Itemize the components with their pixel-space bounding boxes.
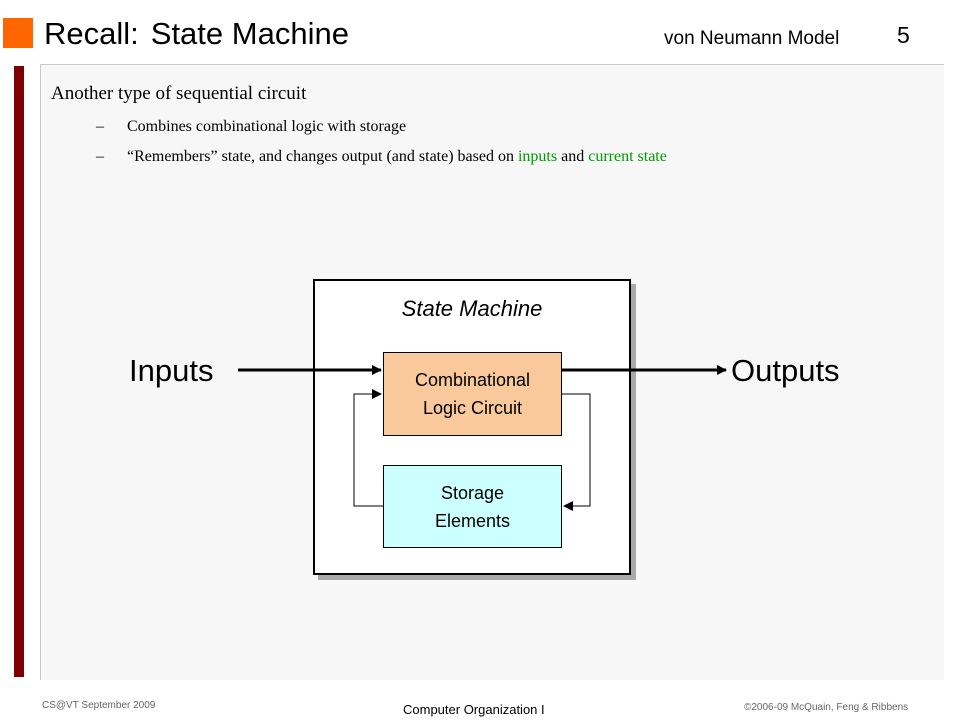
highlight-current-state: current state [588, 148, 667, 165]
slide-number: 5 [897, 22, 910, 48]
footer-copyright: ©2006-09 McQuain, Feng & Ribbens [744, 702, 909, 713]
sub-bullet-2-text: “Remembers” state, and changes output (a… [127, 148, 514, 165]
dash-marker: – [96, 148, 104, 165]
title-main: State Machine [150, 16, 349, 51]
inputs-label: Inputs [129, 353, 214, 388]
storage-elements-box: Storage Elements [383, 465, 562, 548]
sub-bullet-2: – “Remembers” state, and changes output (… [96, 148, 667, 166]
side-bar [14, 66, 24, 677]
footer-course: Computer Organization I [403, 702, 545, 717]
highlight-inputs: inputs [517, 148, 558, 165]
main-bullet: Another type of sequential circuit [51, 83, 307, 104]
title-accent-square [3, 18, 33, 48]
sub-bullet-1: – Combines combinational logic with stora… [96, 118, 406, 136]
dash-marker: – [96, 118, 104, 135]
sub-bullet-2-and: and [561, 148, 585, 165]
feedback-arrow-left [353, 389, 383, 507]
feedback-arrow-right [562, 393, 591, 511]
sub-bullet-1-text: Combines combinational logic with storag… [127, 118, 407, 135]
outputs-label: Outputs [731, 353, 840, 388]
footer-left: CS@VT September 2009 [42, 700, 156, 711]
state-machine-label: State Machine [401, 296, 543, 321]
comb-line-1: Combinational [414, 370, 531, 390]
title-prefix: Recall: [44, 16, 139, 51]
combinational-logic-box: Combinational Logic Circuit [383, 352, 562, 436]
storage-line-1: Storage [440, 482, 505, 503]
section-title: von Neumann Model [664, 28, 840, 49]
comb-line-2: Logic Circuit [422, 398, 523, 418]
storage-line-2: Elements [434, 510, 511, 531]
slide-title: Recall: State Machine [44, 16, 349, 52]
